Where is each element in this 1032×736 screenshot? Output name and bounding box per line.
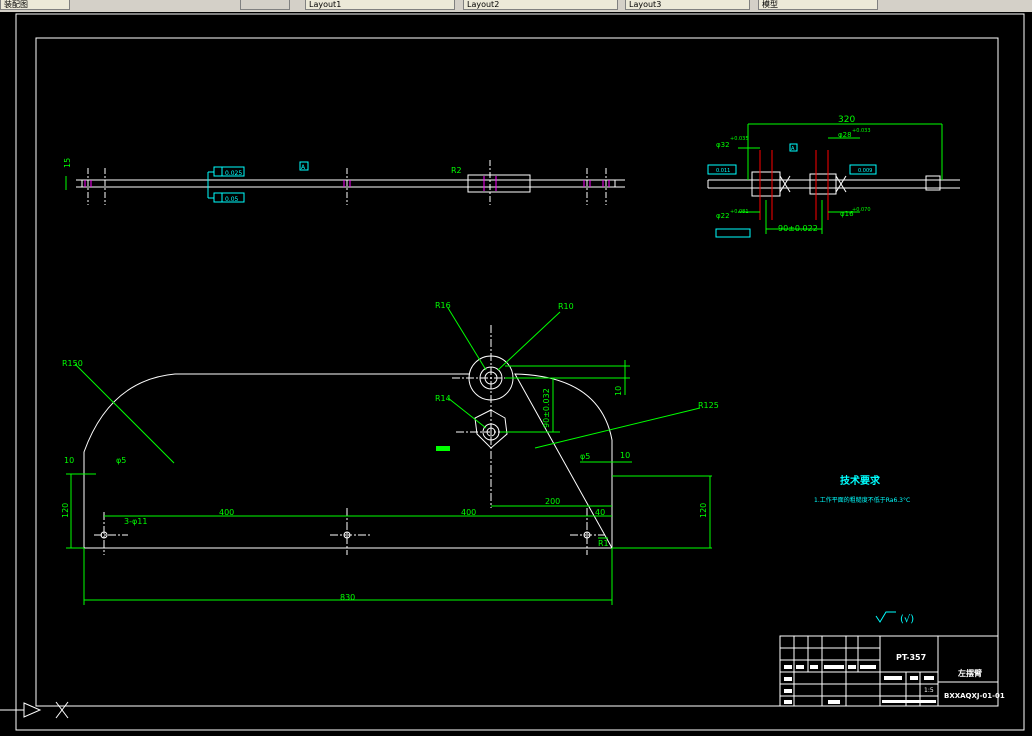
tol-frame-2: 0.05 <box>225 196 239 203</box>
dim-10-top: 10 <box>614 386 623 396</box>
datum-a-side: A <box>791 146 795 152</box>
dia-32: φ32 <box>716 141 730 149</box>
part-code: PT-357 <box>896 653 926 662</box>
cad-drawing-canvas[interactable]: 15 R2 0.025 0.05 A <box>0 12 1032 732</box>
dia-16-tol: +0.070 <box>852 207 871 213</box>
dim-120-left: 120 <box>61 503 70 518</box>
dia-22: φ22 <box>716 212 730 220</box>
scale: 1:5 <box>924 687 934 694</box>
roughness-label-block <box>436 446 450 451</box>
roughness-value: (√) <box>900 614 914 625</box>
tab-model[interactable]: 模型 <box>758 0 878 10</box>
side-tol-1: 0.011 <box>716 168 730 174</box>
holes-3x11: 3-φ11 <box>124 517 147 526</box>
tab-layout3[interactable]: Layout3 <box>625 0 750 10</box>
dia-28-tol: +0.033 <box>852 128 871 134</box>
tol-frame-1: 0.025 <box>225 170 242 177</box>
dim-thickness: 15 <box>63 158 72 168</box>
dim-10-right: 10 <box>620 451 630 460</box>
ucs-icon <box>0 701 69 719</box>
dim-r1: R1 <box>598 539 609 548</box>
dim-r150: R150 <box>62 359 83 368</box>
dim-10-left: 10 <box>64 456 74 465</box>
dim-r125: R125 <box>698 401 719 410</box>
dim-320: 320 <box>838 115 855 125</box>
dim-r14: R14 <box>435 394 451 403</box>
sheet-border <box>15 13 1025 731</box>
dim-r10: R10 <box>558 302 574 311</box>
drawing-number: BXXAQXJ-01-01 <box>944 692 1005 700</box>
dim-40: 40 <box>595 508 605 517</box>
dia-16: φ16 <box>840 210 854 218</box>
dim-830: 830 <box>340 593 355 602</box>
datum-a-top: A <box>301 164 306 171</box>
dim-120-right: 120 <box>699 503 708 518</box>
toolbar-icons[interactable] <box>240 0 290 10</box>
dia-28: φ28 <box>838 131 852 139</box>
dim-r16: R16 <box>435 301 451 310</box>
side-view <box>707 123 960 238</box>
dim-400-b: 400 <box>461 508 476 517</box>
tab-assembly[interactable]: 装配图 <box>0 0 70 10</box>
top-view <box>65 160 625 205</box>
dim-90-main: 90±0.032 <box>542 388 551 428</box>
dim-400-a: 400 <box>219 508 234 517</box>
dim-90-side: 90±0.022 <box>778 224 818 233</box>
dim-r2: R2 <box>451 166 462 175</box>
dia-5-left: φ5 <box>116 456 126 465</box>
dia-32-tol: +0.035 <box>730 136 749 142</box>
tab-layout1[interactable]: Layout1 <box>305 0 455 10</box>
part-name: 左摆臂 <box>957 668 982 678</box>
drawing-svg: 15 R2 0.025 0.05 A <box>0 13 1025 731</box>
notes-line1: 1.工作平面的粗糙度不低于Ra6.3°C <box>814 496 910 504</box>
side-tol-2: 0.009 <box>858 168 872 174</box>
roughness-symbol <box>875 611 896 623</box>
title-block-fill <box>784 665 936 704</box>
dia-22-tol: +0.081 <box>730 209 749 215</box>
tab-layout2[interactable]: Layout2 <box>463 0 618 10</box>
main-view <box>66 307 712 605</box>
drawing-frame <box>35 37 999 707</box>
notes-title: 技术要求 <box>840 474 881 487</box>
dia-5-right: φ5 <box>580 452 590 461</box>
dim-200: 200 <box>545 497 560 506</box>
